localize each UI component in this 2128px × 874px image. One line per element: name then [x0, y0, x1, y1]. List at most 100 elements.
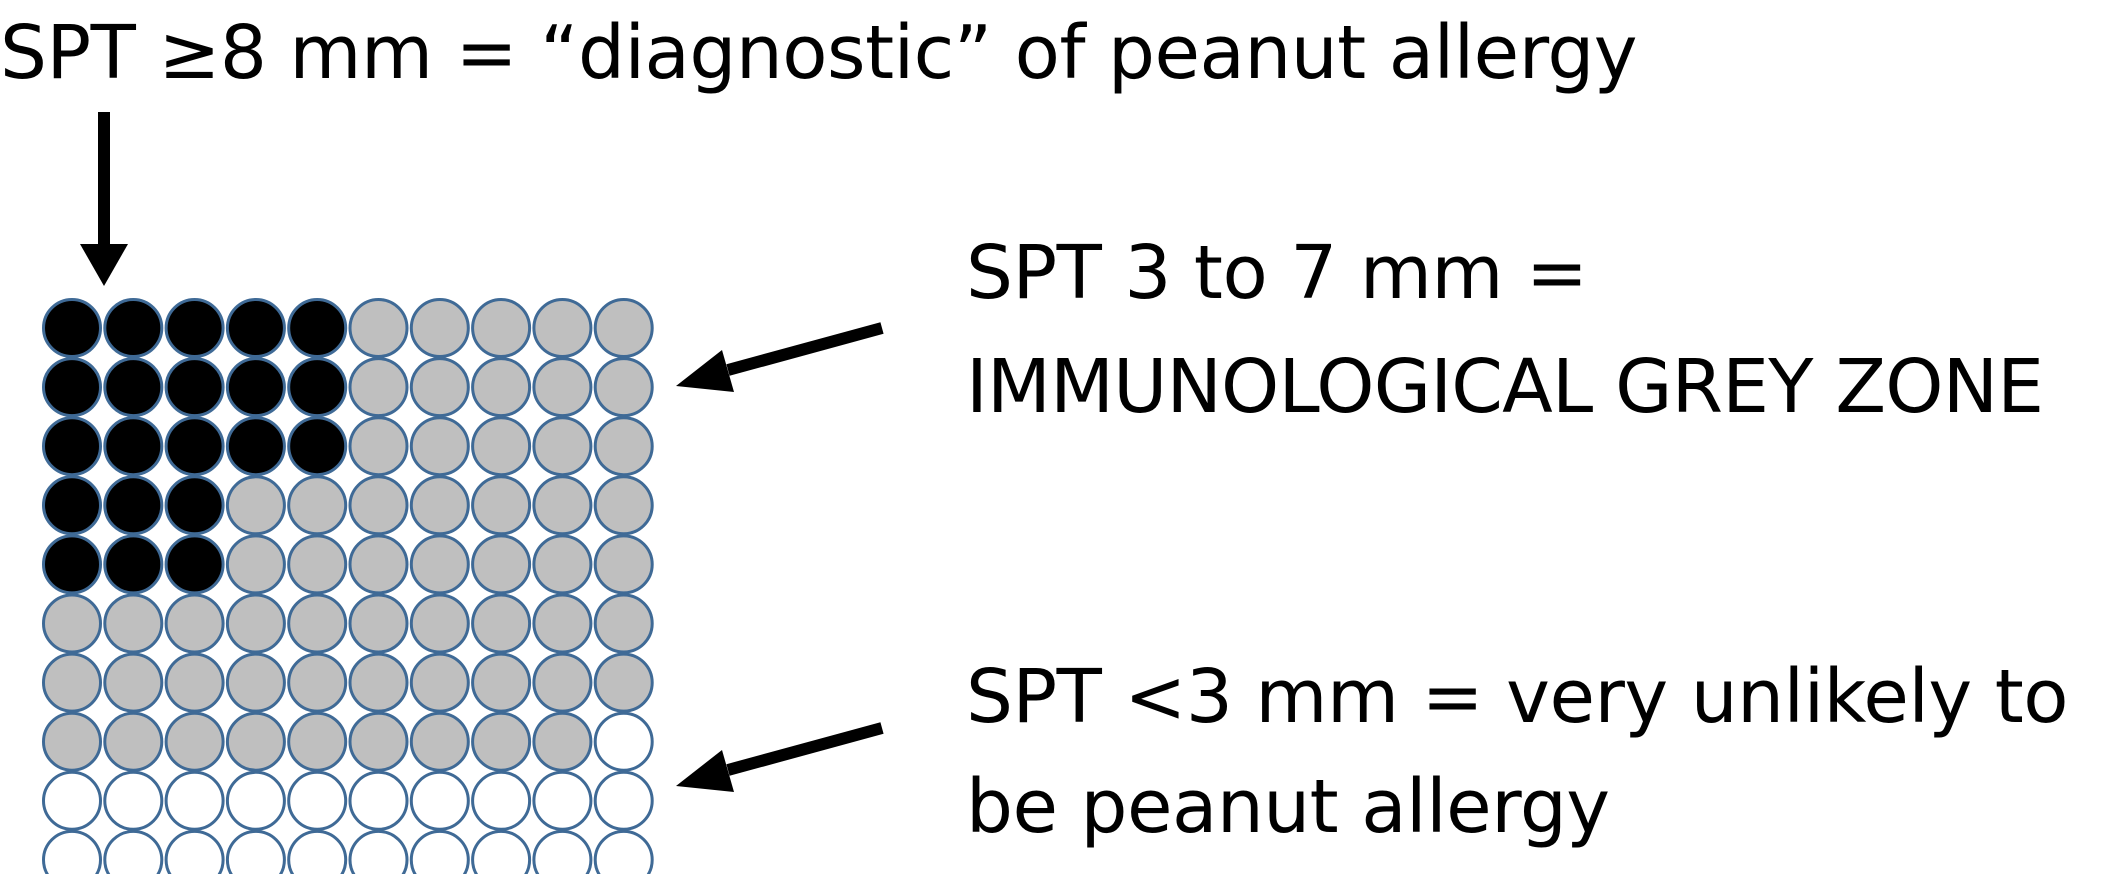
grid-circle-grey [471, 475, 532, 536]
grid-circle-grey [409, 593, 470, 654]
unlikely-label-line-2: be peanut allergy [966, 764, 1610, 850]
unlikely-label-line-1: SPT <3 mm = very unlikely to [966, 654, 2069, 740]
unlikely-arrow-shaft [726, 722, 884, 776]
grid-circle-grey [593, 475, 654, 536]
grid-circle-white [532, 770, 593, 831]
grid-circle-white [103, 770, 164, 831]
grid-circle-grey [409, 298, 470, 358]
diagnostic-label: SPT ≥8 mm = “diagnostic” of peanut aller… [0, 10, 1638, 96]
unlikely-arrow-head [676, 750, 734, 792]
grid-circle-grey [409, 475, 470, 536]
grid-circle-white [287, 829, 348, 874]
grid-circle-black [164, 298, 225, 358]
grid-circle-grey [103, 593, 164, 654]
grid-circle-white [42, 829, 102, 874]
grid-circle-black [225, 298, 286, 358]
grid-circle-white [593, 829, 654, 874]
grid-circle-black [225, 416, 286, 477]
grid-circle-grey [593, 416, 654, 477]
grid-circle-black [103, 298, 164, 358]
grid-circle-grey [532, 534, 593, 595]
grid-circle-grey [287, 711, 348, 772]
grid-circle-black [225, 357, 286, 418]
grid-circle-grey [409, 357, 470, 418]
grid-circle-grey [287, 652, 348, 713]
grid-circle-black [164, 416, 225, 477]
grid-circle-grey [593, 357, 654, 418]
grid-circle-grey [593, 534, 654, 595]
grey-zone-label-line-2: IMMUNOLOGICAL GREY ZONE [966, 344, 2044, 430]
grid-circle-black [42, 298, 102, 358]
grid-circle-grey [42, 711, 102, 772]
unlikely-arrow [676, 722, 884, 792]
grid-circle-grey [471, 298, 532, 358]
grid-circle-white [593, 711, 654, 772]
grid-circle-grey [532, 593, 593, 654]
grid-circle-grey [532, 298, 593, 358]
grid-circle-grey [348, 711, 409, 772]
grid-circle-black [103, 534, 164, 595]
grid-circle-grey [409, 534, 470, 595]
circle-grid [42, 298, 654, 874]
grid-circle-black [287, 416, 348, 477]
grid-circle-grey [225, 593, 286, 654]
grid-circle-black [164, 534, 225, 595]
diagnostic-arrow [80, 112, 128, 286]
grid-circle-grey [593, 593, 654, 654]
grid-circle-grey [103, 652, 164, 713]
grid-circle-black [103, 357, 164, 418]
grid-circle-grey [225, 652, 286, 713]
grid-circle-grey [348, 652, 409, 713]
grid-circle-white [348, 829, 409, 874]
grid-circle-white [103, 829, 164, 874]
grid-circle-grey [409, 652, 470, 713]
grid-circle-white [348, 770, 409, 831]
grid-circle-grey [348, 416, 409, 477]
grid-circle-black [164, 475, 225, 536]
grid-circle-grey [225, 534, 286, 595]
grid-circle-grey [42, 593, 102, 654]
grid-circle-grey [348, 593, 409, 654]
grid-circle-grey [42, 652, 102, 713]
grey-zone-arrow [676, 322, 884, 392]
grid-circle-black [164, 357, 225, 418]
grid-circle-grey [348, 298, 409, 358]
grid-circle-grey [471, 357, 532, 418]
grid-circle-grey [471, 593, 532, 654]
grid-circle-grey [593, 652, 654, 713]
grid-circle-white [593, 770, 654, 831]
grid-circle-grey [532, 652, 593, 713]
grid-circle-grey [103, 711, 164, 772]
grid-circle-grey [225, 711, 286, 772]
grid-circle-grey [471, 652, 532, 713]
grid-circle-black [42, 416, 102, 477]
grid-circle-white [225, 770, 286, 831]
grid-circle-grey [532, 711, 593, 772]
grid-circle-grey [409, 711, 470, 772]
grid-circle-grey [532, 475, 593, 536]
grey-zone-label-line-1: SPT 3 to 7 mm = [966, 230, 1588, 316]
grid-circle-white [409, 829, 470, 874]
grid-circle-grey [287, 593, 348, 654]
grid-circle-grey [287, 534, 348, 595]
grey-zone-arrow-head [676, 350, 734, 392]
grid-circle-white [164, 770, 225, 831]
grid-circle-grey [164, 652, 225, 713]
grid-circle-grey [225, 475, 286, 536]
grid-circle-grey [164, 593, 225, 654]
diagnostic-arrow-head [80, 244, 128, 286]
grid-circle-black [287, 298, 348, 358]
grid-circle-black [287, 357, 348, 418]
grid-circle-black [42, 475, 102, 536]
grid-circle-grey [409, 416, 470, 477]
grid-circle-black [42, 534, 102, 595]
grid-circle-grey [348, 534, 409, 595]
grid-circle-grey [348, 357, 409, 418]
grid-circle-white [532, 829, 593, 874]
grid-circle-grey [164, 711, 225, 772]
grid-circle-white [287, 770, 348, 831]
grid-circle-grey [532, 416, 593, 477]
grid-circle-white [225, 829, 286, 874]
grid-circle-black [103, 416, 164, 477]
grid-circle-white [471, 829, 532, 874]
